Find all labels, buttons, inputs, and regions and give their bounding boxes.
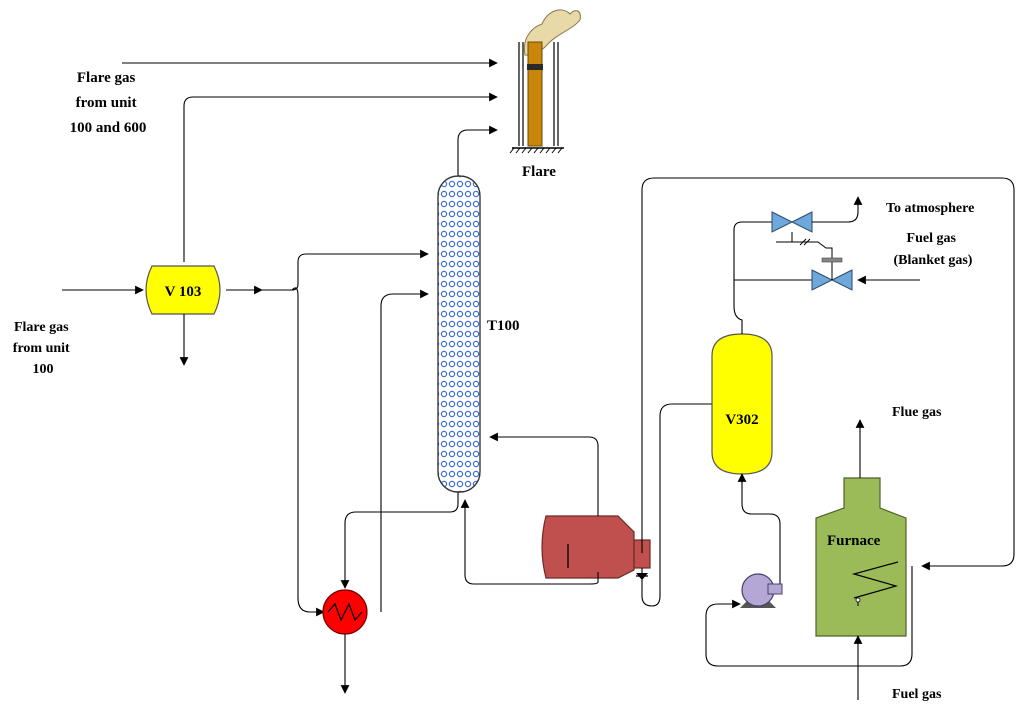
pipe-loop-to-furnace: [641, 177, 1015, 571]
flare-gas-100-600-label: Flare gas from unit 100 and 600: [70, 70, 147, 136]
fuel-gas-blanket-label: Fuel gas (Blanket gas): [894, 231, 973, 268]
pipe-exchanger-to-t100: [380, 289, 429, 612]
pipe-to-t100-upper: [262, 249, 429, 291]
pipe-reboiler-to-v302: [641, 403, 712, 607]
t100-column: [437, 175, 481, 493]
pipe-to-atmosphere: [812, 196, 863, 223]
valve-icon[interactable]: [771, 211, 813, 233]
flare-stack-icon: [509, 9, 581, 154]
furnace-icon: [815, 477, 907, 637]
pipe-pump-to-v302: [741, 480, 781, 588]
pump-icon[interactable]: [740, 573, 783, 608]
t100-label: T100: [487, 318, 520, 334]
flue-gas-label: Flue gas: [892, 405, 942, 420]
v302-vessel: [711, 333, 773, 475]
reboiler-icon: [541, 515, 651, 579]
valve-icon[interactable]: [811, 257, 853, 291]
pipe-t100-to-flare: [457, 125, 498, 176]
heat-exchanger-icon: [322, 589, 368, 635]
pipe-to-exchanger: [297, 296, 325, 617]
pipe-furnace-to-pump: [705, 566, 913, 667]
flare-label: Flare: [522, 164, 556, 180]
v103-vessel: [145, 265, 221, 315]
fuel-gas-label: Fuel gas: [892, 687, 942, 702]
v302-label: V302: [725, 412, 758, 428]
pipe-v103-to-flare: [183, 92, 498, 262]
v103-label: V 103: [165, 284, 202, 300]
furnace-label: Furnace: [827, 533, 881, 549]
pipe-reboiler-to-t100: [489, 432, 599, 516]
pipe-t100-to-reboiler: [460, 499, 599, 585]
to-atmosphere-label: To atmosphere: [886, 201, 974, 216]
pipe-v302-vent: [733, 221, 772, 334]
pipe-t100-bottoms-to-exchanger: [340, 492, 459, 589]
flare-gas-100-label: Flare gas from unit 100: [13, 320, 73, 377]
